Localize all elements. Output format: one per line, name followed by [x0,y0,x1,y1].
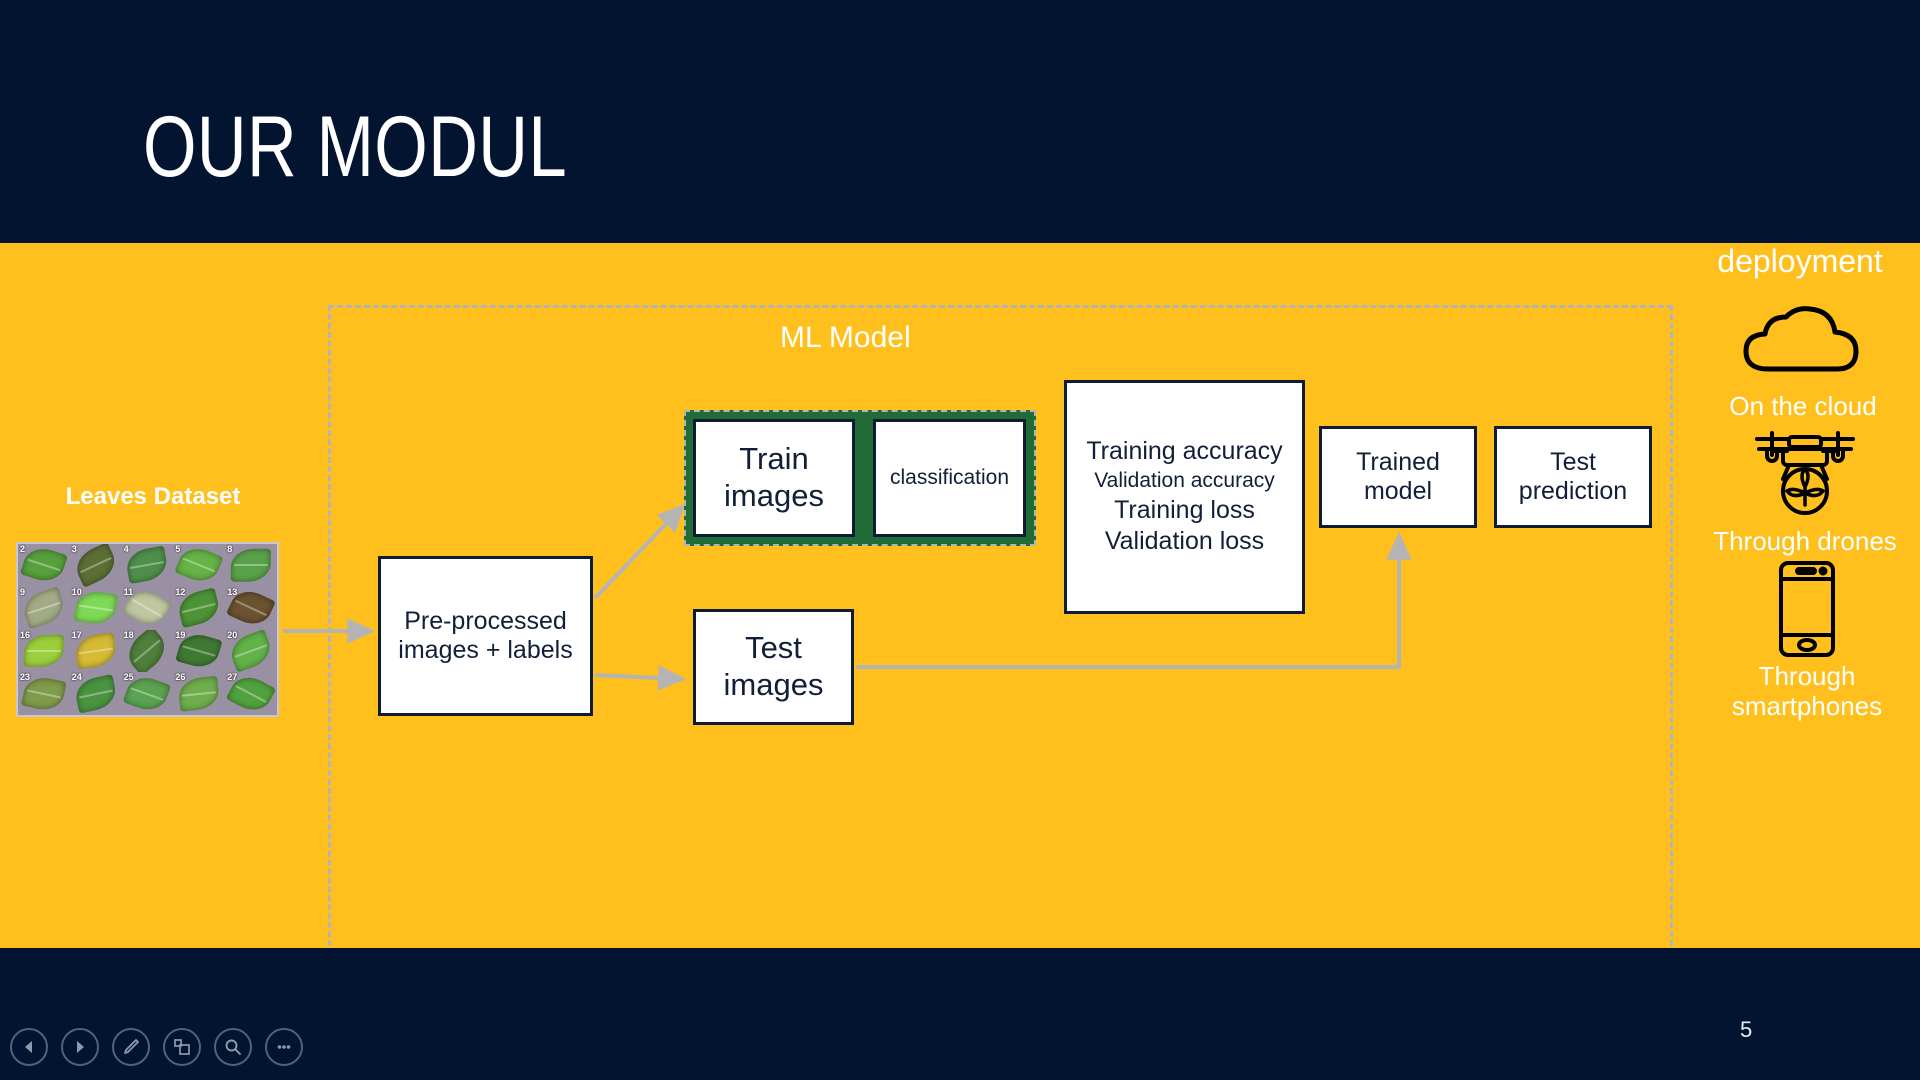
leaf-number: 20 [227,629,238,640]
leaf-number: 25 [123,672,134,683]
cloud-icon [1688,293,1918,385]
leaf-number: 26 [175,672,186,683]
metric-training-accuracy: Training accuracy [1086,437,1283,466]
leaf-number: 23 [20,672,31,683]
deployment-label-smartphone-line-1: Through [1758,661,1856,691]
test-images-line-1: Test [745,630,802,666]
preprocessed-line-1: Pre-processed [404,606,567,635]
zoom-button[interactable] [214,1028,252,1066]
leaf-number: 5 [175,544,181,554]
pen-tool-button[interactable] [112,1028,150,1066]
triangle-left-icon [25,1041,32,1053]
leaf-vein [26,649,61,652]
deployment-item-drone: Through drones [1690,428,1920,556]
pen-icon [124,1039,139,1054]
grid-icon [174,1039,190,1055]
leaf-number: 2 [20,544,26,554]
page-title: OUR MODUL [143,99,568,195]
classification-box: classification [873,419,1026,537]
triangle-right-icon [77,1041,84,1053]
smartphone-icon [1692,561,1920,657]
slide-header: OUR MODUL [0,0,1920,243]
test-prediction-line-1: Test [1550,447,1596,476]
leaf-number: 11 [123,586,134,597]
train-images-line-2: images [724,478,824,513]
presenter-toolbar [10,1028,303,1066]
deployment-label-smartphone-line-2: smartphones [1731,691,1883,722]
leaves-dataset-thumbnail: 2 3 4 5 8 9 10 11 12 13 16 17 18 19 20 2… [16,542,279,717]
leaf-vein [233,564,269,567]
slide-body: Leaves Dataset 2 3 4 5 8 9 10 11 12 13 1… [0,243,1920,955]
leaf-number: 4 [123,544,129,554]
leaf-number: 8 [227,544,233,554]
deployment-item-cloud: On the cloud [1688,293,1918,421]
metric-validation-accuracy: Validation accuracy [1094,468,1275,492]
leaf-number: 3 [71,544,77,554]
leaf-number: 17 [71,629,82,640]
ml-model-label: ML Model [780,321,911,354]
slide-number: 5 [1740,1017,1753,1042]
deployment-label-drone: Through drones [1713,526,1897,556]
train-images-line-1: Train [739,441,809,477]
test-images-box: Test images [693,609,854,725]
previous-slide-button[interactable] [10,1028,48,1066]
leaf-number: 24 [71,672,82,683]
preprocessed-images-box: Pre-processed images + labels [378,556,593,716]
leaf-number: 18 [123,629,134,640]
more-options-button[interactable] [265,1028,303,1066]
test-prediction-line-2: prediction [1518,477,1628,505]
leaf-number: 9 [20,586,26,597]
trained-model-line-1: Trained [1356,447,1440,476]
trained-model-box: Trained model [1319,426,1477,528]
train-images-box: Train images [693,419,855,537]
leaf-number: 12 [175,586,186,597]
leaf-number: 27 [227,672,238,683]
magnifier-icon [225,1039,241,1055]
slide-footer [0,948,1920,1080]
next-slide-button[interactable] [61,1028,99,1066]
slide-overview-button[interactable] [163,1028,201,1066]
deployment-title: deployment [1717,243,1883,279]
leaf-number: 16 [20,629,31,640]
test-prediction-box: Test prediction [1494,426,1652,528]
leaf-number: 13 [227,586,238,597]
trained-model-line-2: model [1363,477,1433,505]
metrics-box: Training accuracy Validation accuracy Tr… [1064,380,1305,614]
metric-training-loss: Training loss [1114,495,1255,524]
leaf-number: 10 [71,586,82,597]
ellipsis-icon [277,1045,291,1049]
deployment-label-cloud: On the cloud [1729,391,1877,421]
drone-icon [1690,428,1920,520]
leaf-number: 19 [175,629,186,640]
deployment-item-smartphone: Through smartphones [1692,561,1920,722]
leaves-dataset-label: Leaves Dataset [65,483,241,510]
preprocessed-line-2: images + labels [398,636,573,664]
test-images-line-2: images [723,667,824,702]
metric-validation-loss: Validation loss [1104,527,1265,556]
